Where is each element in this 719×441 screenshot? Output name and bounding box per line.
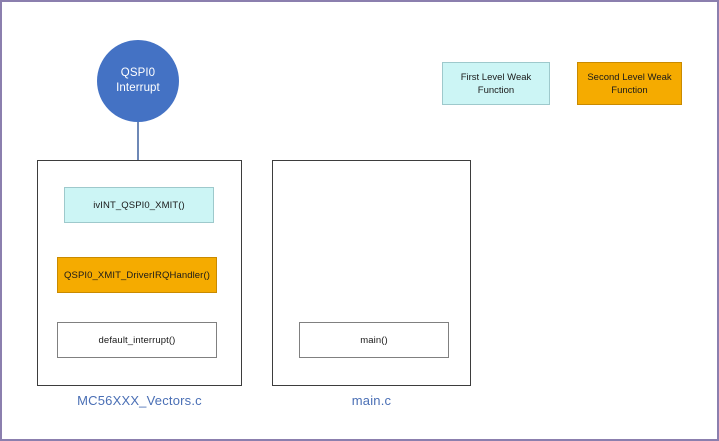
qspi0-interrupt-label-line1: QSPI0 bbox=[120, 67, 156, 79]
legend-second-level-weak-function: Second Level Weak Function bbox=[577, 62, 682, 105]
file-label-main: main.c bbox=[351, 393, 392, 408]
main-function-box: main() bbox=[299, 322, 449, 358]
legend-first-level-weak-function: First Level Weak Function bbox=[442, 62, 550, 105]
qspi0-interrupt-circle: QSPI0 Interrupt bbox=[97, 40, 179, 122]
ivint-qspi0-xmit-box: ivINT_QSPI0_XMIT() bbox=[64, 187, 214, 223]
qspi0-xmit-driverirqhandler-label: QSPI0_XMIT_DriverIRQHandler() bbox=[64, 269, 210, 281]
default-interrupt-box: default_interrupt() bbox=[57, 322, 217, 358]
file-label-vectors: MC56XXX_Vectors.c bbox=[77, 393, 202, 408]
qspi0-xmit-driverirqhandler-box: QSPI0_XMIT_DriverIRQHandler() bbox=[57, 257, 217, 293]
legend-first-level-label: First Level Weak Function bbox=[460, 71, 532, 96]
main-function-label: main() bbox=[360, 334, 388, 346]
legend-second-level-label: Second Level Weak Function bbox=[587, 71, 672, 96]
qspi0-interrupt-label-line2: Interrupt bbox=[116, 82, 160, 94]
ivint-qspi0-xmit-label: ivINT_QSPI0_XMIT() bbox=[93, 199, 185, 211]
default-interrupt-label: default_interrupt() bbox=[98, 334, 176, 346]
